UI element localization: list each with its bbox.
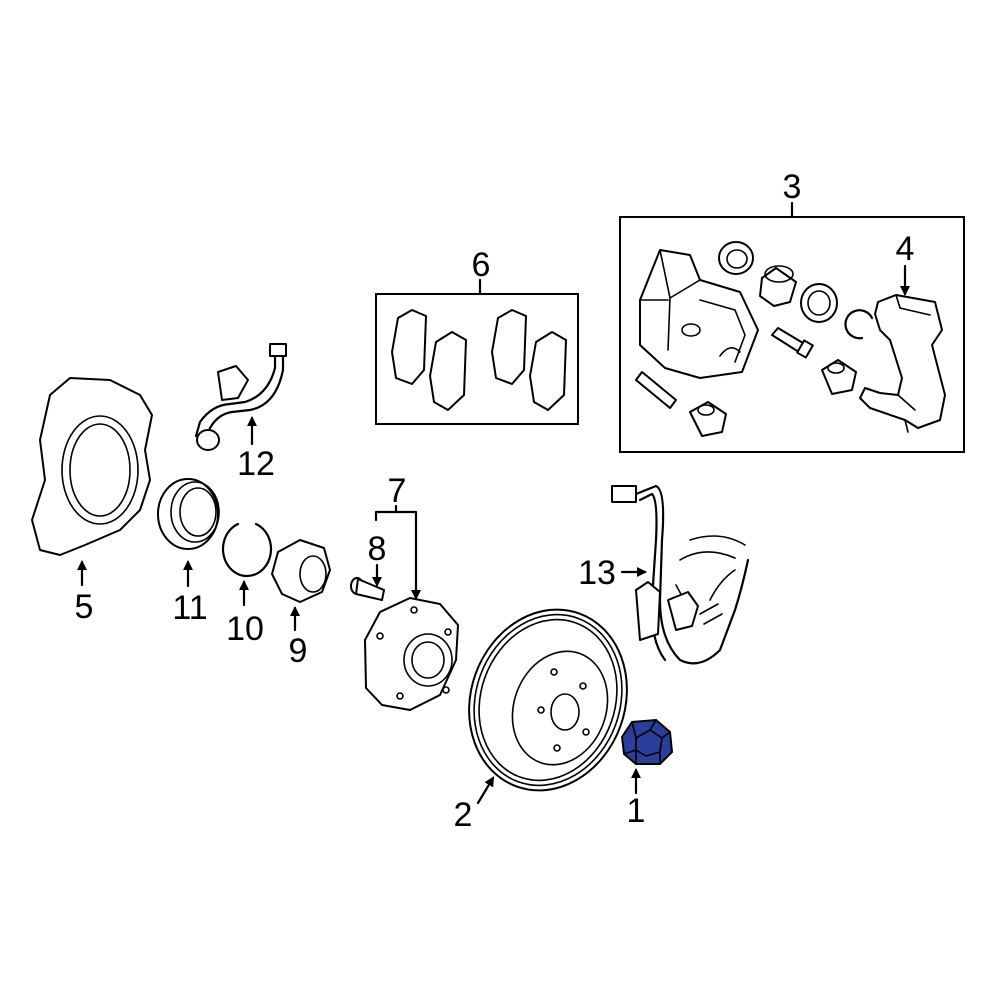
callout-4[interactable]: 4 <box>896 230 915 268</box>
brake-rotor[interactable] <box>444 587 652 813</box>
dust-boot[interactable] <box>800 283 838 323</box>
brake-hose[interactable] <box>194 343 287 451</box>
wheel-stud[interactable] <box>350 577 385 601</box>
callout-5[interactable]: 5 <box>75 588 94 626</box>
brake-pads-group[interactable] <box>375 278 579 425</box>
callout-7[interactable]: 7 <box>388 472 407 510</box>
hub-nut-body[interactable] <box>620 718 674 765</box>
callout-11[interactable]: 11 <box>172 589 207 627</box>
brake-pad-3[interactable] <box>491 309 527 385</box>
abs-sensor[interactable] <box>611 484 750 665</box>
piston-seal[interactable] <box>718 241 754 275</box>
bearing-snap-ring[interactable] <box>221 522 273 578</box>
callout-3[interactable]: 3 <box>783 168 802 206</box>
caliper-bracket[interactable] <box>859 294 946 433</box>
snap-ring[interactable] <box>844 309 874 340</box>
bushing-upper[interactable] <box>821 359 857 395</box>
caliper-kit-group[interactable] <box>619 201 965 453</box>
brake-pad-1[interactable] <box>391 309 427 385</box>
guide-pin-upper[interactable] <box>771 327 814 359</box>
callout-10[interactable]: 10 <box>226 610 264 648</box>
callout-2[interactable]: 2 <box>454 796 473 834</box>
bracket-7 <box>374 510 418 522</box>
bushing-lower[interactable] <box>689 401 727 437</box>
callout-9[interactable]: 9 <box>289 632 308 670</box>
brake-pad-2[interactable] <box>429 331 467 411</box>
callout-6[interactable]: 6 <box>472 246 491 284</box>
wheel-hub[interactable] <box>364 597 459 711</box>
hub-collar[interactable] <box>271 539 331 603</box>
caliper-body[interactable] <box>639 249 759 379</box>
callout-13[interactable]: 13 <box>578 554 616 592</box>
brake-pad-4[interactable] <box>529 331 567 411</box>
brake-pads-box <box>375 293 579 425</box>
callout-1[interactable]: 1 <box>627 792 646 830</box>
guide-pin-lower[interactable] <box>635 371 677 409</box>
wheel-bearing[interactable] <box>157 478 220 550</box>
callout-8[interactable]: 8 <box>368 530 387 568</box>
hub-nut[interactable] <box>620 718 674 765</box>
arrow-2 <box>476 776 495 805</box>
callout-12[interactable]: 12 <box>237 445 275 483</box>
caliper-piston[interactable] <box>759 265 797 307</box>
dust-shield[interactable] <box>31 377 153 556</box>
